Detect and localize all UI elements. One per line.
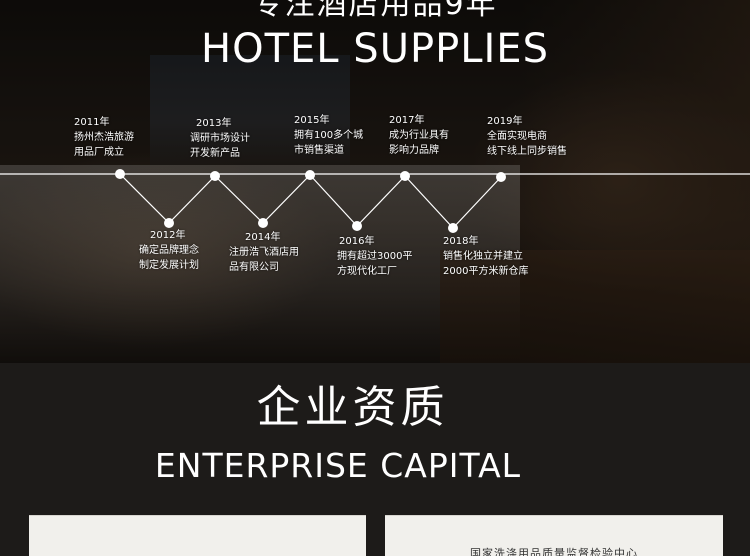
milestone-year: 2015年 — [294, 115, 330, 126]
milestone-2011: 2011年 扬州杰浩旅游 用品厂成立 — [74, 115, 134, 160]
milestone-year: 2016年 — [339, 236, 375, 247]
hotel-bed-image — [0, 165, 520, 363]
milestone-2018: 2018年 销售化独立并建立 2000平方米新仓库 — [443, 234, 528, 279]
milestone-2015: 2015年 拥有100多个城 市销售渠道 — [294, 113, 363, 158]
hotel-floor-image — [440, 250, 750, 363]
milestone-text: 全面实现电商 — [487, 131, 547, 142]
section-title-en: ENTERPRISE CAPITAL — [154, 446, 522, 485]
milestone-2014: 2014年 注册浩飞酒店用 品有限公司 — [229, 230, 299, 275]
milestone-text: 确定品牌理念 — [139, 245, 199, 256]
timeline-zigzag — [119, 173, 502, 229]
timeline-dot-2012 — [164, 218, 174, 228]
milestone-text: 注册浩飞酒店用 — [229, 247, 299, 258]
hero-title-cn: 专注酒店用品9年 — [252, 0, 498, 22]
milestone-text: 制定发展计划 — [139, 260, 199, 271]
hero-title-en: HOTEL SUPPLIES — [201, 26, 549, 72]
milestone-year: 2019年 — [487, 116, 523, 127]
milestone-text: 开发新产品 — [190, 148, 240, 159]
timeline-dot-2011 — [115, 169, 125, 179]
timeline-dot-2015 — [305, 170, 315, 180]
timeline-dot-2016 — [352, 221, 362, 231]
milestone-year: 2013年 — [196, 118, 232, 129]
milestone-text: 拥有超过3000平 — [337, 251, 413, 262]
certificate-heading: 国家洗涤用品质量监督检验中心 — [470, 547, 638, 556]
milestone-text: 品有限公司 — [229, 262, 279, 273]
timeline-graphic — [0, 169, 750, 233]
timeline-dot-2018 — [448, 223, 458, 233]
milestone-text: 扬州杰浩旅游 — [74, 132, 134, 143]
milestone-text: 用品厂成立 — [74, 147, 124, 158]
milestone-2012: 2012年 确定品牌理念 制定发展计划 — [139, 228, 199, 273]
milestone-text: 线下线上同步销售 — [487, 146, 567, 157]
milestone-year: 2018年 — [443, 236, 479, 247]
milestone-text: 调研市场设计 — [190, 133, 250, 144]
milestone-2017: 2017年 成为行业具有 影响力品牌 — [389, 113, 449, 158]
milestone-text: 拥有100多个城 — [294, 130, 364, 141]
milestone-2013: 2013年 调研市场设计 开发新产品 — [190, 116, 250, 161]
section-title-cn: 企业资质 — [256, 382, 449, 433]
hotel-window-image — [150, 55, 350, 165]
timeline-dot-2019 — [496, 172, 506, 182]
certificate-image-left — [29, 515, 366, 556]
timeline-dot-2013 — [210, 171, 220, 181]
milestone-year: 2014年 — [245, 232, 281, 243]
milestone-2016: 2016年 拥有超过3000平 方现代化工厂 — [337, 234, 413, 279]
certificate-image-right: 国家洗涤用品质量监督检验中心 — [385, 515, 723, 556]
milestone-text: 成为行业具有 — [389, 130, 449, 141]
hero-overlay — [0, 0, 750, 363]
milestone-text: 销售化独立并建立 — [443, 251, 523, 262]
milestone-text: 影响力品牌 — [389, 145, 439, 156]
timeline-dot-2014 — [258, 218, 268, 228]
milestone-year: 2017年 — [389, 115, 425, 126]
timeline-dot-2017 — [400, 171, 410, 181]
milestone-text: 方现代化工厂 — [337, 266, 397, 277]
milestone-year: 2011年 — [74, 117, 110, 128]
milestone-text: 2000平方米新仓库 — [443, 266, 529, 277]
hero-banner: 专注酒店用品9年 HOTEL SUPPLIES 2011年 扬州杰浩旅游 用品厂… — [0, 0, 750, 363]
milestone-year: 2012年 — [150, 230, 186, 241]
milestone-text: 市销售渠道 — [294, 145, 344, 156]
milestone-2019: 2019年 全面实现电商 线下线上同步销售 — [487, 114, 567, 159]
